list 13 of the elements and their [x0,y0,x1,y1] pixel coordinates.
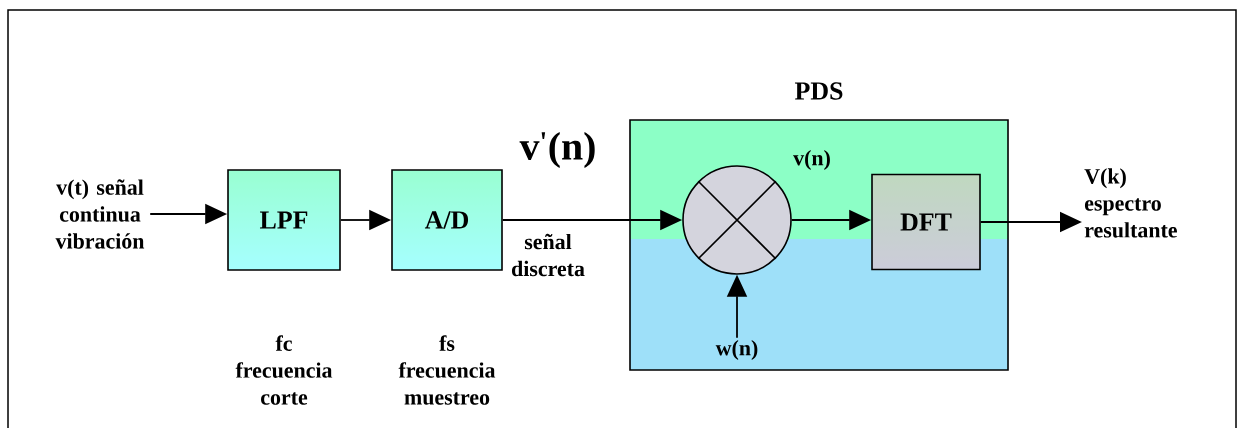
input-text: w(n) [715,340,758,360]
output-text: V(k) espectro resultante [1084,168,1177,238]
transform-box: DFT [871,173,981,271]
multiplier-circle [682,165,792,275]
signal-label: v$^{'}$(n) [519,131,595,169]
signal-text: v(t) señal continua vibración [55,179,145,249]
signal-label: v(n) [793,150,830,170]
filter-box: LPF [227,169,341,271]
node-label: PDS [794,82,843,100]
converter-box: A/D [391,169,503,271]
signal-label: señal discreta [511,233,585,277]
caption-text: fc frecuencia corte [235,335,333,405]
caption-text: fs frecuencia muestreo [398,335,496,405]
